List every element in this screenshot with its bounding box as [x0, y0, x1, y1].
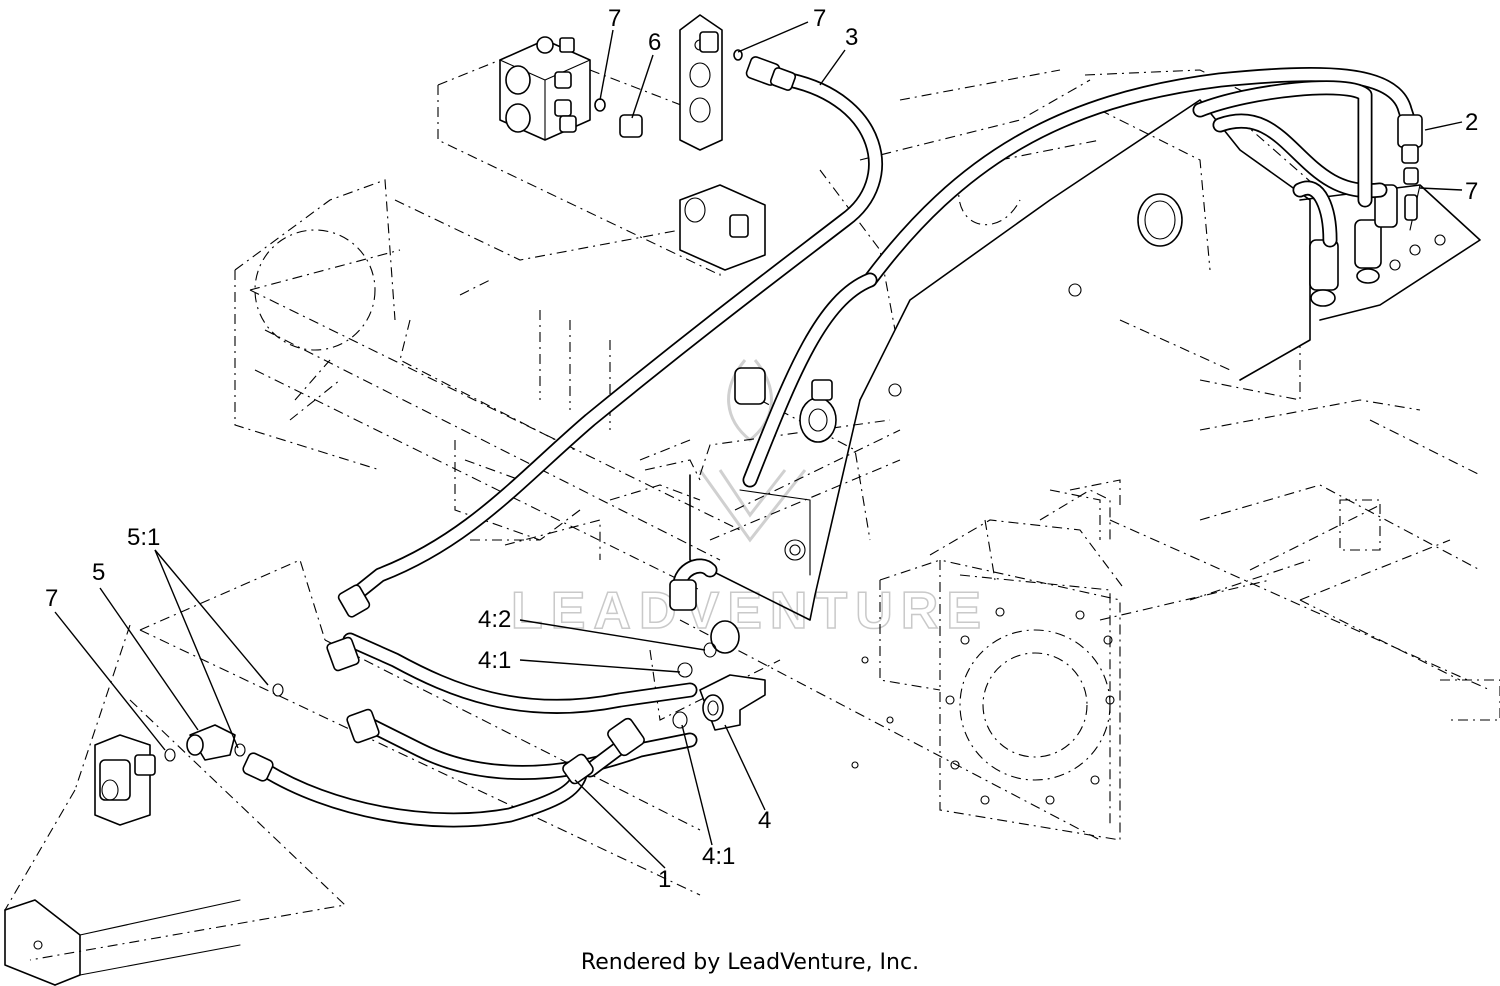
callout-7-top-mid: 7	[813, 5, 826, 32]
watermark-logo-icon	[698, 359, 807, 543]
elbow-fitting-upper	[669, 558, 740, 654]
hose-2	[742, 66, 1423, 488]
left-bracket	[94, 734, 156, 826]
tee-fitting-5	[164, 683, 284, 762]
hose-3	[337, 56, 883, 618]
drawbar	[4, 899, 241, 986]
render-credit: Rendered by LeadVenture, Inc.	[580, 950, 920, 975]
callout-3: 3	[845, 24, 858, 51]
dashed-reference-lines	[4, 59, 1500, 961]
tractor-frame	[234, 69, 1321, 591]
callout-4-1-lower: 4:1	[702, 843, 735, 870]
rear-axle-housing	[851, 479, 1126, 841]
fitting-6	[594, 98, 643, 138]
plate-fittings	[734, 367, 837, 443]
right-hose-bundle	[1192, 80, 1388, 248]
callout-1: 1	[658, 866, 671, 893]
valve-block	[499, 36, 591, 141]
callout-leaders	[54, 21, 1463, 869]
callout-7-right: 7	[1465, 178, 1478, 205]
callout-6: 6	[648, 29, 661, 56]
callout-7-left: 7	[45, 585, 58, 612]
hose-3-bracket	[679, 14, 743, 151]
callout-5: 5	[92, 559, 105, 586]
callout-4: 4	[758, 807, 771, 834]
callout-7-top-left: 7	[608, 5, 621, 32]
callout-4-2: 4:2	[478, 606, 511, 633]
callout-labels: 7 6 7 3 2 7 5:1 5 7 4:2 4:1 4 4:1 1	[45, 5, 1478, 893]
callout-2: 2	[1465, 109, 1478, 136]
callout-4-1-upper: 4:1	[478, 647, 511, 674]
mounting-plate	[689, 99, 1311, 621]
hose-1	[242, 717, 645, 828]
callout-5-1: 5:1	[127, 524, 160, 551]
tee-fitting-4	[672, 642, 766, 731]
center-valve	[679, 184, 766, 271]
